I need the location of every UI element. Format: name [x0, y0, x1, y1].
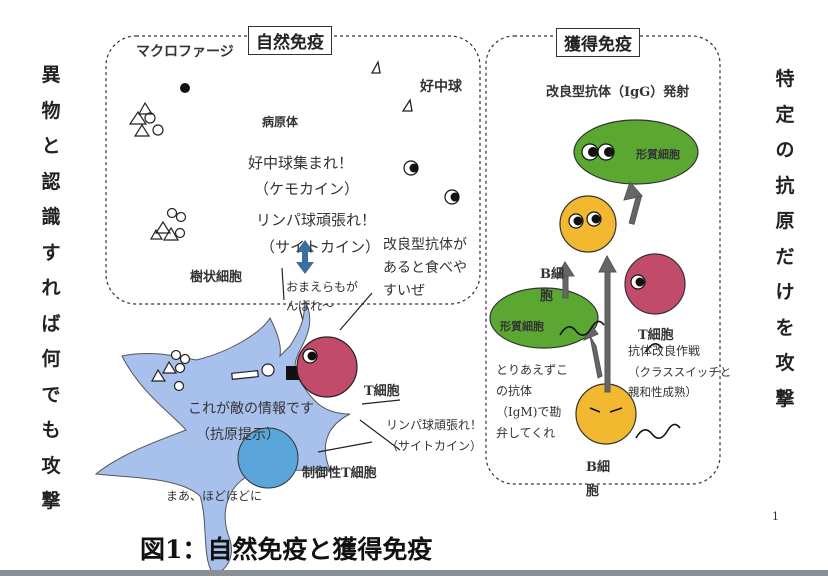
b-cell-bottom	[575, 383, 637, 445]
page-number: 1	[772, 510, 779, 523]
right-vertical-text: 特定の抗原だけを攻撃	[775, 68, 795, 410]
t-cell-lower	[296, 336, 358, 398]
plasma-cell-top	[573, 119, 699, 185]
arrows	[556, 181, 643, 393]
figure-caption: 図1：自然免疫と獲得免疫	[140, 535, 433, 564]
eye-1	[403, 160, 419, 176]
igm-label: とりあえずこの抗体（IgM)で勘弁してくれ	[496, 363, 569, 440]
pathogen-cluster-2	[149, 207, 187, 241]
dendritic-label: 樹状細胞	[190, 270, 243, 285]
b-cell-bottom-label: B細胞	[586, 460, 610, 499]
lymph-line1: リンパ球頑張れ！	[256, 211, 377, 229]
igg-label: 改良型抗体（IgG）発射	[546, 85, 690, 100]
enemy-info-line1: これが敵の情報です	[188, 401, 314, 417]
t-cell-right	[624, 253, 686, 315]
plasma-cell-left	[489, 287, 599, 349]
left-vertical-text: 異物と認識すれば何でも攻撃	[41, 64, 61, 512]
pathogen-cluster-1	[128, 101, 164, 137]
t-cell-lower-label: T細胞	[364, 384, 400, 399]
b-cell-mid-label: B細胞	[540, 267, 564, 304]
lower-lymph-line2: （サイトカイン）	[386, 439, 483, 453]
macrophage-label: マクロファージ	[136, 44, 234, 60]
plasma-left-label: 形質細胞	[500, 320, 544, 333]
pathogen-triangle-1	[370, 60, 381, 74]
pathogen-cluster-3	[150, 349, 191, 392]
pathogen-dot	[180, 83, 190, 93]
plasma-top-label: 形質細胞	[636, 148, 680, 161]
acquired-box	[485, 35, 721, 485]
regulatory-t-cell	[237, 427, 299, 489]
acquired-title: 獲得免疫	[556, 28, 640, 57]
b-cell-mid	[559, 195, 617, 253]
eye-2	[444, 189, 460, 205]
pathogen-label: 病原体	[262, 115, 299, 129]
gather-line1: 好中球集まれ！	[248, 154, 354, 172]
ab-improve-label: 抗体改良作戦	[628, 344, 701, 358]
moderate-text: まあ、ほどほどに	[166, 489, 263, 503]
enemy-info-line2: （抗原提示）	[196, 427, 280, 443]
regulatory-label: 制御性T細胞	[302, 466, 377, 481]
lower-lymph-line1: リンパ球頑張れ！	[386, 418, 483, 432]
you-too-text: おまえらもがんばれ〜	[286, 280, 359, 313]
t-cell-right-label: T細胞	[638, 328, 674, 343]
neutrophil-label: 好中球	[420, 79, 462, 95]
lymph-line2: （サイトカイン）	[260, 238, 381, 256]
pathogen-triangle-2	[401, 98, 413, 112]
bottom-bar	[0, 570, 828, 576]
double-arrow	[296, 240, 314, 274]
innate-title: 自然免疫	[248, 26, 332, 55]
ab-improve-sub: （クラススイッチと親和性成熟）	[628, 365, 732, 399]
antibody-squiggles	[559, 320, 681, 439]
improved-antibody-text: 改良型抗体があると食べやすいぜ	[383, 237, 467, 299]
gather-line2: （ケモカイン）	[254, 180, 360, 198]
